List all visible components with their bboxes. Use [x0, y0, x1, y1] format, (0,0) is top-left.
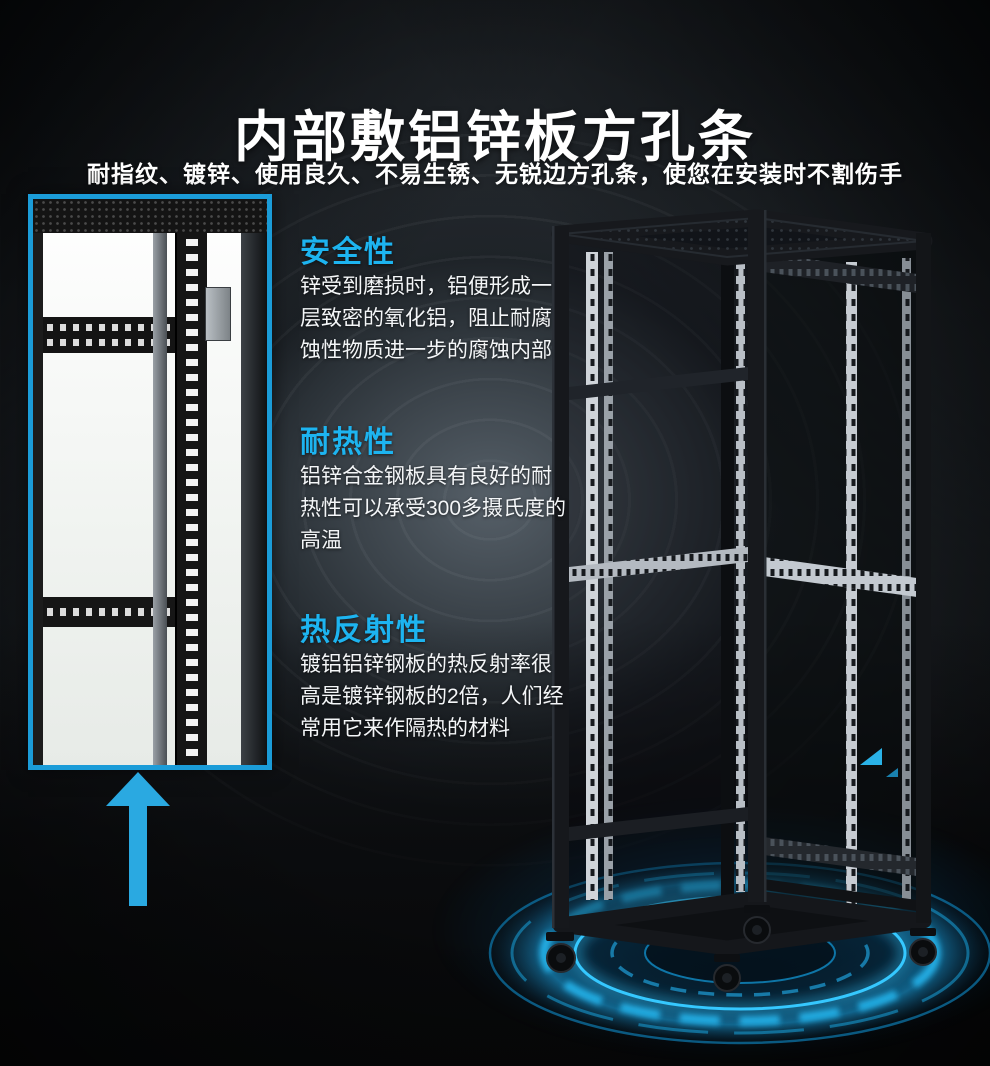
feature-heading-heat-resistance: 耐热性	[300, 425, 396, 459]
feature-heading-heat-reflectivity: 热反射性	[300, 613, 428, 647]
closeup-top-panel	[33, 199, 267, 233]
closeup-left-frame	[33, 233, 43, 765]
page-title: 内部敷铝锌板方孔条	[233, 105, 756, 168]
closeup-bracket	[205, 287, 231, 341]
server-rack-graphic	[546, 209, 937, 992]
closeup-rail-channel	[153, 233, 167, 765]
feature-body-heat-reflectivity: 镀铝铝锌钢板的热反射率很高是镀锌钢板的2倍，人们经常用它来作隔热的材料	[300, 653, 564, 740]
callout-arrow-head-icon	[106, 772, 170, 806]
closeup-right-frame	[241, 233, 267, 765]
closeup-square-hole-rail	[175, 233, 207, 765]
front-cross-rails	[560, 366, 757, 842]
detail-callout-image	[28, 194, 272, 770]
side-cross-rails	[757, 252, 924, 912]
feature-heading-safety: 安全性	[300, 235, 396, 269]
page-subtitle: 耐指纹、镀锌、使用良久、不易生锈、无锐边方孔条，使您在安装时不割伤手	[87, 161, 903, 187]
feature-body-safety: 锌受到磨损时，铝便形成一层致密的氧化铝，阻止耐腐蚀性物质进一步的腐蚀内部	[300, 275, 552, 362]
accent-triangle-small-icon	[886, 768, 898, 777]
closeup-horizontal-rail-lower	[43, 597, 193, 627]
casters	[546, 905, 937, 992]
feature-body-heat-resistance: 铝锌合金钢板具有良好的耐热性可以承受300多摄氏度的高温	[300, 465, 567, 552]
callout-arrow-shaft	[129, 804, 147, 906]
